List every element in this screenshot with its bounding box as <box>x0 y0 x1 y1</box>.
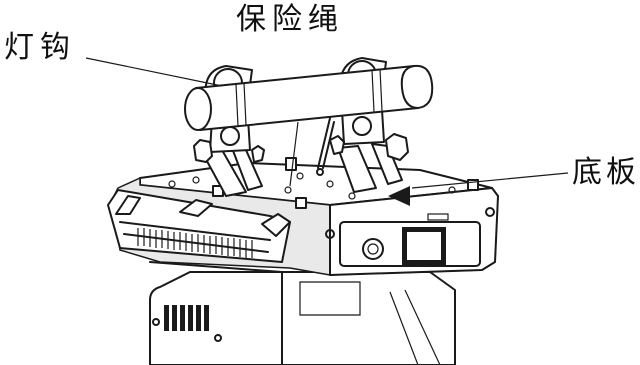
clamp-brackets <box>201 143 403 197</box>
safety-rope-label: 保险绳 <box>236 2 344 37</box>
rope-leader-line <box>289 121 299 187</box>
safety-rope <box>316 117 335 176</box>
base-plate-arrow-icon <box>388 186 410 206</box>
clamp-label: 灯钩 <box>4 30 76 65</box>
truss-pipe <box>184 64 434 131</box>
base-plate-label: 底板 <box>572 155 640 190</box>
base-plate-leader-line <box>411 172 569 189</box>
clamp-leader-line <box>85 57 223 87</box>
front-handle <box>107 189 291 273</box>
fixture-yoke <box>149 271 456 365</box>
yoke-vent-grille <box>164 305 209 331</box>
handle-vent-grille <box>137 228 253 258</box>
